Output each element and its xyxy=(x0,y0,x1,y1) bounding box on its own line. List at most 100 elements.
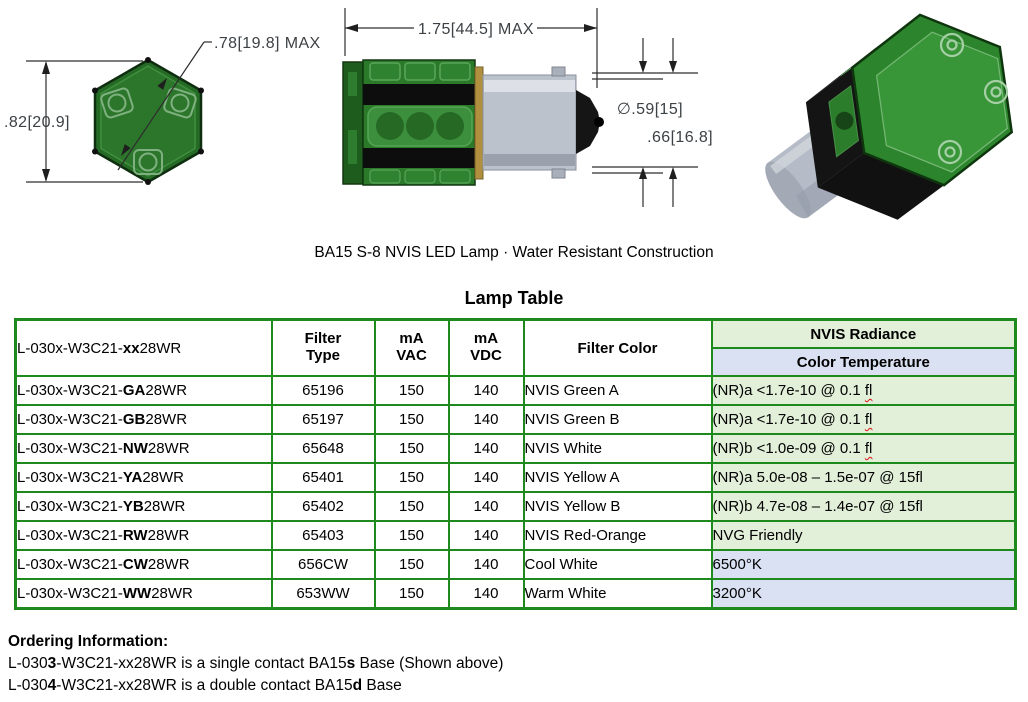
ma-vdc-cell: 140 xyxy=(447,491,525,522)
table-header-row: L-030x-W3C21-xx28WR Filter Type mA VAC m… xyxy=(14,318,1017,377)
ordering-line-single-contact: L-0303-W3C21-xx28WR is a single contact … xyxy=(8,653,503,675)
part-suffix: 28WR xyxy=(151,585,193,602)
ma-vac-cell: 150 xyxy=(373,549,450,580)
ma-vdc-cell: 140 xyxy=(447,520,525,551)
text-segment: Base (Shown above) xyxy=(355,655,504,672)
lamp-side xyxy=(342,59,604,186)
filter-color-cell: NVIS Yellow A xyxy=(522,462,713,493)
text-segment: L-030 xyxy=(8,677,48,694)
part-code: YB xyxy=(122,498,144,515)
ma-vac-cell: 150 xyxy=(373,520,450,551)
part-suffix: 28WR xyxy=(147,527,190,544)
part-prefix: L-030x-W3C21- xyxy=(17,498,123,515)
side-view-drawing: 1.75[44.5] MAX ∅.59[15] .66[16.8] xyxy=(342,8,713,207)
ma-vdc-cell: 140 xyxy=(447,433,525,464)
bold-segment: d xyxy=(352,677,363,694)
ma-vac-cell: 150 xyxy=(373,404,450,435)
filter-type-cell: 65648 xyxy=(270,433,376,464)
part-suffix: 28WR xyxy=(139,339,182,357)
isometric-view-drawing xyxy=(765,13,1014,220)
table-row: L-030x-W3C21-YA28WR 65401 150 140 NVIS Y… xyxy=(14,462,1017,493)
radiance-unit: fl xyxy=(864,382,873,399)
filter-color-cell: Warm White xyxy=(522,578,713,610)
part-prefix: L-030x-W3C21- xyxy=(17,469,123,486)
part-prefix: L-030x-W3C21- xyxy=(17,382,123,399)
header-filter-color: Filter Color xyxy=(522,318,713,377)
header-ma-vac: mA VAC xyxy=(373,318,450,377)
radiance-unit: fl xyxy=(864,411,873,428)
part-prefix: L-030x-W3C21- xyxy=(17,339,123,357)
color-temperature-cell: 6500°K xyxy=(710,549,1017,580)
radiance-cell: (NR)b <1.0e-09 @ 0.1 fl xyxy=(710,433,1017,464)
ordering-line-double-contact: L-0304-W3C21-xx28WR is a double contact … xyxy=(8,675,503,697)
part-suffix: 28WR xyxy=(143,498,186,515)
table-row: L-030x-W3C21-YB28WR 65402 150 140 NVIS Y… xyxy=(14,491,1017,522)
part-prefix: L-030x-W3C21- xyxy=(17,585,123,602)
radiance-cell: (NR)a <1.7e-10 @ 0.1 fl xyxy=(710,375,1017,406)
part-prefix: L-030x-W3C21- xyxy=(17,440,123,457)
part-code: GA xyxy=(122,382,146,399)
filter-color-cell: Cool White xyxy=(522,549,713,580)
part-suffix: 28WR xyxy=(147,440,190,457)
table-row: L-030x-W3C21-GB28WR 65197 150 140 NVIS G… xyxy=(14,404,1017,435)
radiance-cell: (NR)a 5.0e-08 – 1.5e-07 @ 15fl xyxy=(710,462,1017,493)
part-suffix: 28WR xyxy=(142,469,185,486)
filter-type-cell: 653WW xyxy=(270,578,376,610)
ma-vac-cell: 150 xyxy=(373,462,450,493)
header-ma-vdc: mA VDC xyxy=(447,318,525,377)
lamp-cap-front xyxy=(92,57,204,185)
ma-vac-cell: 150 xyxy=(373,491,450,522)
part-suffix: 28WR xyxy=(145,411,188,428)
radiance-unit: fl xyxy=(864,440,873,457)
part-suffix: 28WR xyxy=(145,382,188,399)
text-segment: -W3C21-xx28WR is a double contact BA15 xyxy=(56,677,353,694)
part-code: xx xyxy=(122,339,140,357)
filter-type-cell: 65403 xyxy=(270,520,376,551)
ordering-information: Ordering Information: L-0303-W3C21-xx28W… xyxy=(8,631,503,697)
side-secondary-dim-label: .66[16.8] xyxy=(647,129,713,146)
part-prefix: L-030x-W3C21- xyxy=(17,527,123,544)
radiance-text: (NR)a 5.0e-08 – 1.5e-07 @ 15fl xyxy=(712,469,923,486)
radiance-text: (NR)b 4.7e-08 – 1.4e-07 @ 15fl xyxy=(712,498,923,515)
part-suffix: 28WR xyxy=(147,556,190,573)
temperature-text: 3200°K xyxy=(712,585,762,602)
filter-type-cell: 65401 xyxy=(270,462,376,493)
radiance-text: (NR)b <1.0e-09 @ 0.1 xyxy=(712,440,865,457)
filter-type-cell: 65402 xyxy=(270,491,376,522)
radiance-text: (NR)a <1.7e-10 @ 0.1 xyxy=(712,411,865,428)
part-code: RW xyxy=(122,527,148,544)
ma-vdc-cell: 140 xyxy=(447,578,525,610)
temperature-text: 6500°K xyxy=(712,556,762,573)
ordering-heading: Ordering Information: xyxy=(8,633,169,650)
part-code: CW xyxy=(122,556,148,573)
part-prefix: L-030x-W3C21- xyxy=(17,411,123,428)
front-view-drawing: .82[20.9] .78[19.8] MAX xyxy=(4,35,320,185)
table-row: L-030x-W3C21-RW28WR 65403 150 140 NVIS R… xyxy=(14,520,1017,551)
radiance-cell: NVG Friendly xyxy=(710,520,1017,551)
ma-vdc-cell: 140 xyxy=(447,462,525,493)
radiance-cell: (NR)b 4.7e-08 – 1.4e-07 @ 15fl xyxy=(710,491,1017,522)
filter-color-cell: NVIS Yellow B xyxy=(522,491,713,522)
color-temperature-cell: 3200°K xyxy=(710,578,1017,610)
ma-vac-cell: 150 xyxy=(373,578,450,610)
radiance-cell: (NR)a <1.7e-10 @ 0.1 fl xyxy=(710,404,1017,435)
bold-segment: s xyxy=(346,655,356,672)
ma-vac-cell: 150 xyxy=(373,375,450,406)
filter-type-cell: 65197 xyxy=(270,404,376,435)
ma-vdc-cell: 140 xyxy=(447,549,525,580)
bold-segment: 3 xyxy=(47,655,57,672)
table-header-row2: Color Temperature xyxy=(16,347,1017,377)
ma-vac-cell: 150 xyxy=(373,433,450,464)
filter-color-cell: NVIS Green A xyxy=(522,375,713,406)
part-code: YA xyxy=(122,469,143,486)
side-diameter-dim-label: ∅.59[15] xyxy=(617,101,683,118)
text-segment: Base xyxy=(362,677,402,694)
header-nvis-radiance: NVIS Radiance xyxy=(710,318,1017,349)
part-prefix: L-030x-W3C21- xyxy=(17,556,123,573)
bold-segment: 4 xyxy=(47,677,57,694)
table-row: L-030x-W3C21-WW28WR 653WW 150 140 Warm W… xyxy=(14,578,1017,610)
table-row: L-030x-W3C21-CW28WR 656CW 150 140 Cool W… xyxy=(14,549,1017,580)
table-row: L-030x-W3C21-GA28WR 65196 150 140 NVIS G… xyxy=(14,375,1017,406)
header-part-number: L-030x-W3C21-xx28WR xyxy=(14,318,273,377)
filter-type-cell: 65196 xyxy=(270,375,376,406)
